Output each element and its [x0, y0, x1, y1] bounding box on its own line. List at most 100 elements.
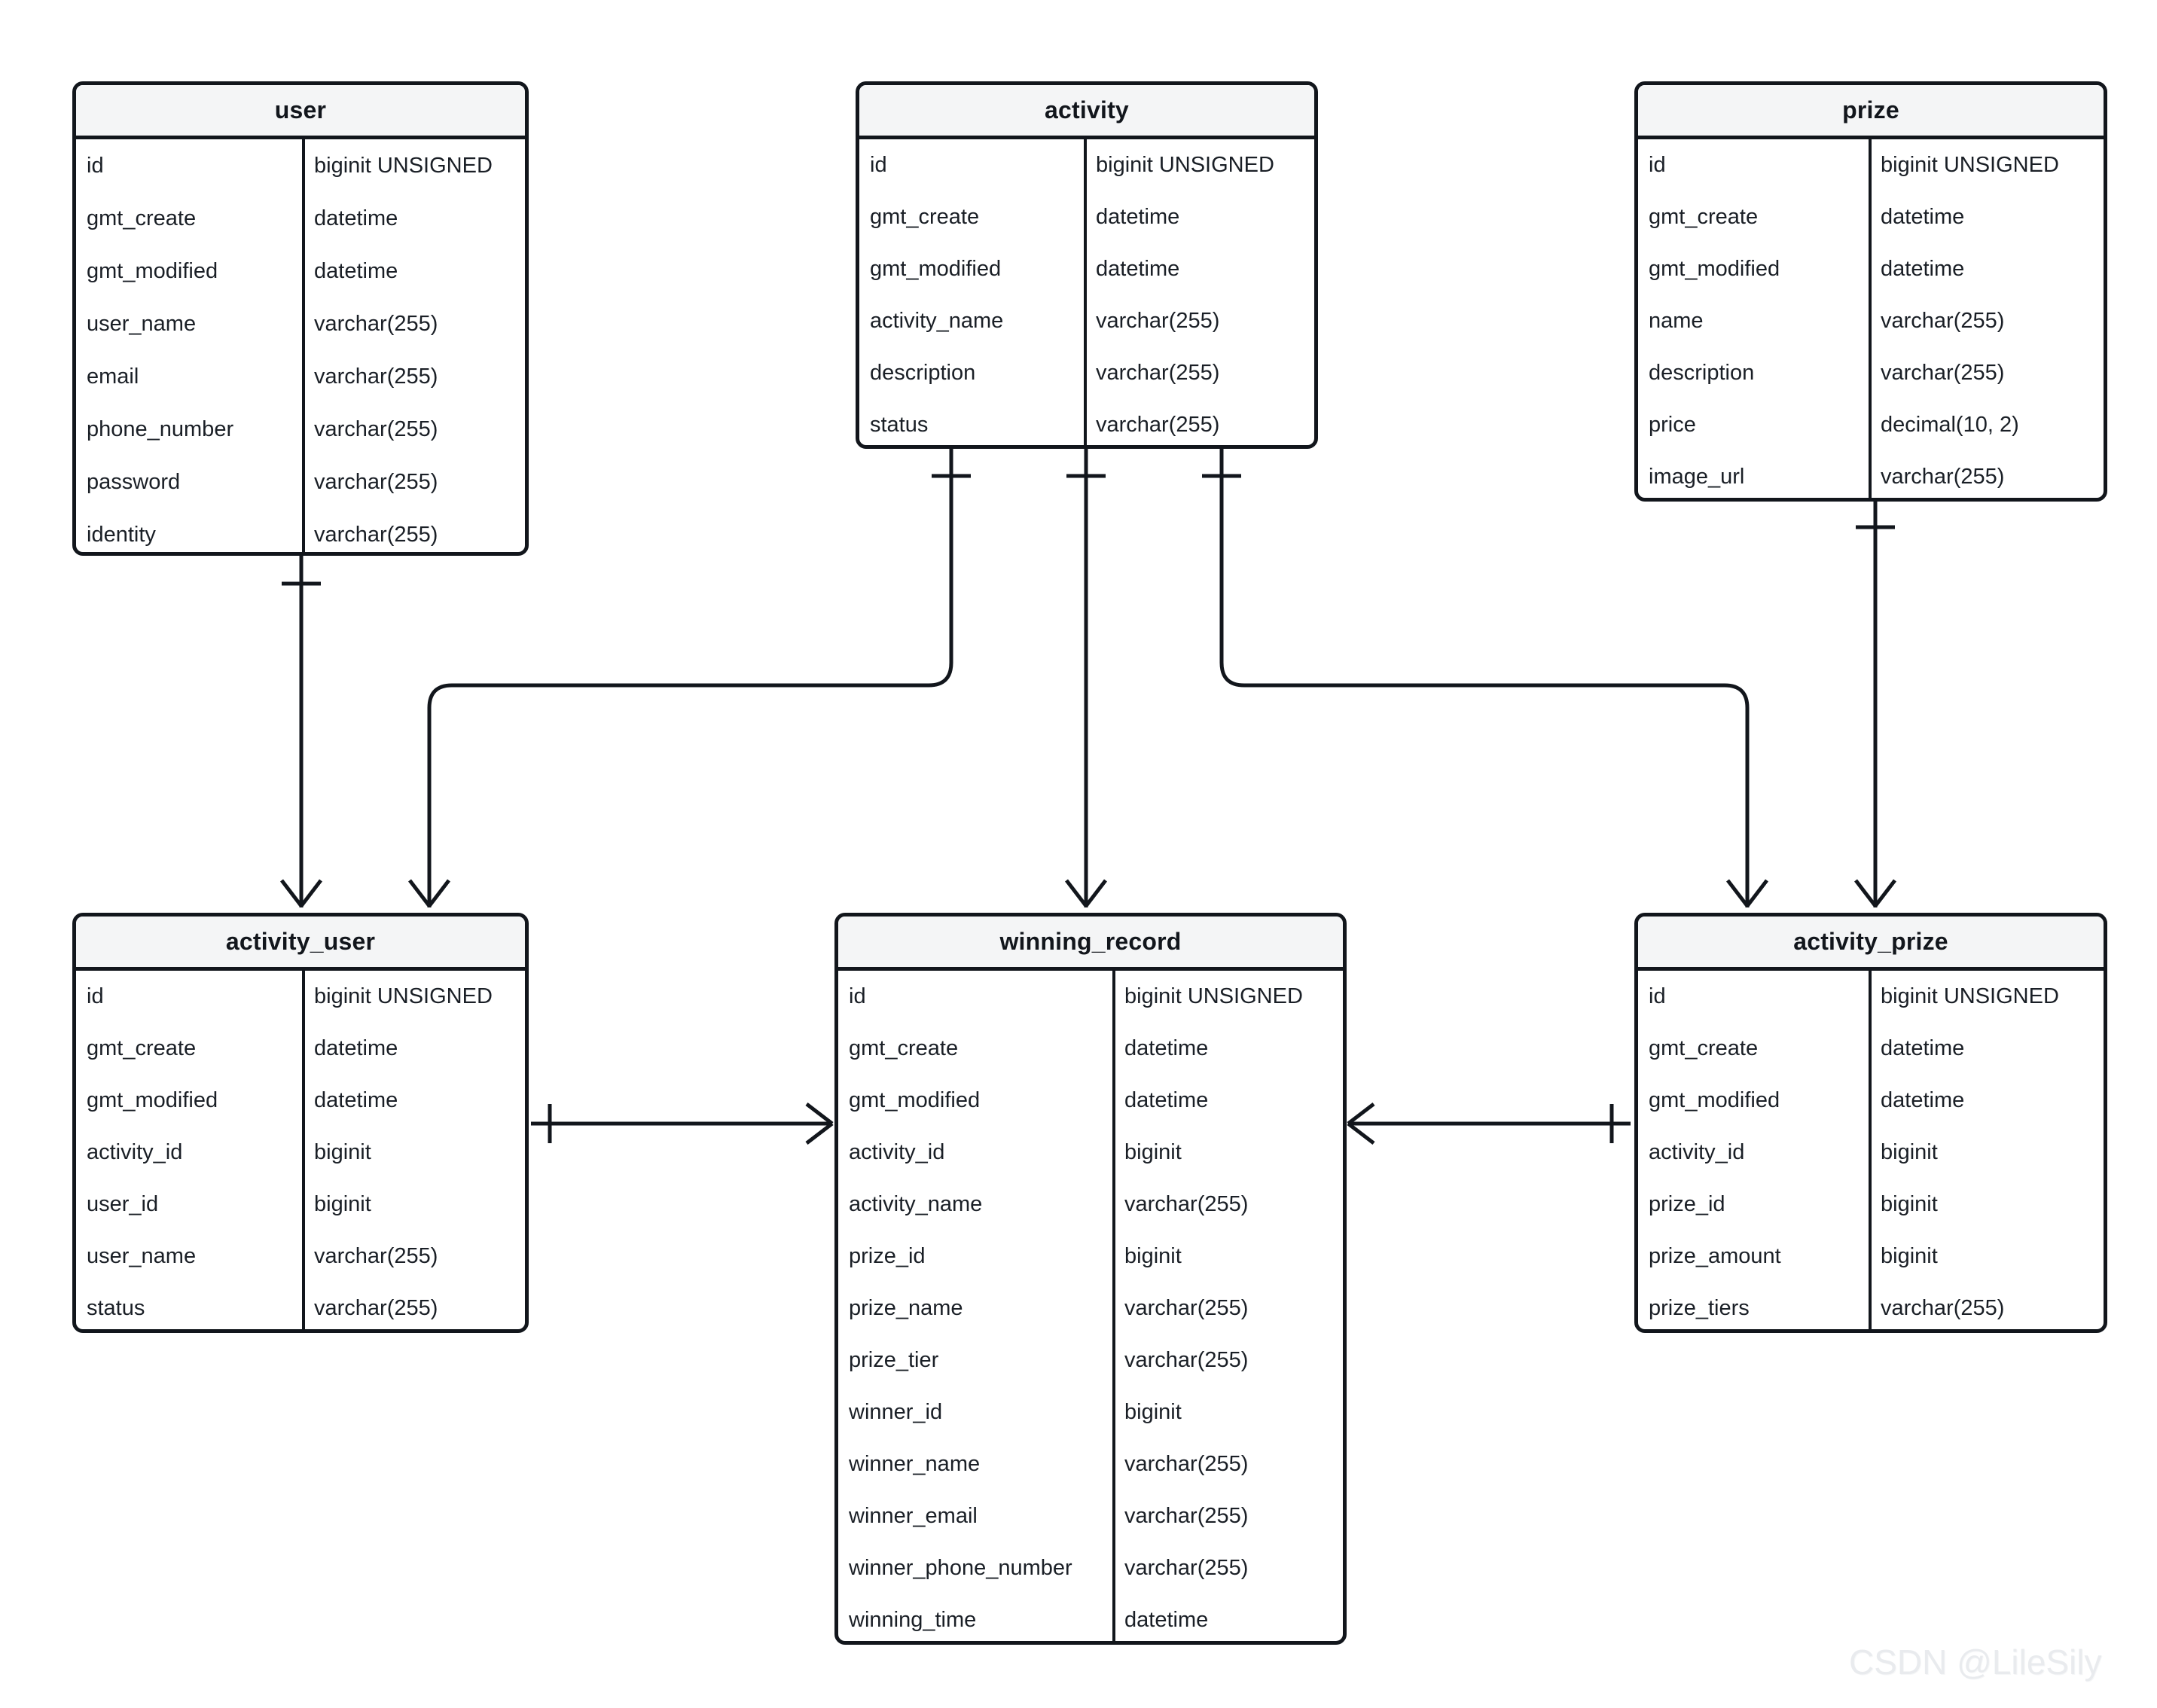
field-name: gmt_create — [87, 206, 197, 230]
field-row: status varchar(255) — [76, 1283, 525, 1329]
field-type: datetime — [1096, 257, 1180, 281]
cardinality-many-crowsfoot — [408, 879, 450, 907]
field-name: id — [870, 153, 887, 177]
field-name: id — [849, 984, 866, 1008]
field-name: user_name — [87, 1244, 197, 1268]
field-name: activity_id — [87, 1140, 183, 1164]
entity-title-user: user — [76, 85, 525, 139]
field-type: biginit UNSIGNED — [1881, 153, 2059, 177]
field-row: prize_tiers varchar(255) — [1638, 1283, 2104, 1329]
entity-title-activity: activity — [859, 85, 1314, 139]
field-row: gmt_create datetime — [859, 191, 1314, 243]
field-name: activity_name — [849, 1192, 983, 1216]
field-name: gmt_create — [1649, 1036, 1759, 1060]
field-name: gmt_create — [87, 1036, 197, 1060]
field-type: varchar(255) — [1124, 1504, 1249, 1528]
cardinality-many-crowsfoot — [1854, 879, 1896, 907]
field-name: id — [1649, 984, 1666, 1008]
field-name: gmt_modified — [87, 259, 218, 283]
field-type: datetime — [1124, 1088, 1209, 1112]
field-name: gmt_modified — [849, 1088, 981, 1112]
field-type: decimal(10, 2) — [1881, 413, 2019, 437]
field-type: biginit — [314, 1140, 371, 1164]
field-type: varchar(255) — [1881, 361, 2005, 385]
field-type: datetime — [1096, 205, 1180, 229]
field-name: id — [87, 984, 104, 1008]
field-type: biginit — [1881, 1140, 1938, 1164]
column-divider — [302, 139, 305, 552]
field-name: winner_name — [849, 1452, 981, 1476]
field-type: biginit — [1881, 1192, 1938, 1216]
field-type: varchar(255) — [314, 523, 438, 547]
field-type: varchar(255) — [1881, 1296, 2005, 1320]
field-type: datetime — [314, 1036, 398, 1060]
field-name: description — [870, 361, 976, 385]
field-row: identity varchar(255) — [76, 508, 525, 552]
field-type: varchar(255) — [314, 312, 438, 336]
cardinality-many-crowsfoot — [1065, 879, 1107, 907]
field-name: email — [87, 364, 139, 389]
cardinality-many-crowsfoot — [280, 879, 322, 907]
field-row: gmt_create datetime — [76, 1023, 525, 1075]
field-row: gmt_create datetime — [838, 1023, 1343, 1075]
field-name: prize_id — [1649, 1192, 1725, 1216]
field-row: id biginit UNSIGNED — [1638, 971, 2104, 1023]
entity-title-activity_prize: activity_prize — [1638, 917, 2104, 971]
field-name: password — [87, 470, 181, 494]
relationship-prize-activity_prize — [1854, 502, 1896, 907]
field-row: password varchar(255) — [76, 456, 525, 508]
field-type: biginit UNSIGNED — [314, 154, 493, 178]
field-name: winner_id — [849, 1400, 943, 1424]
field-type: varchar(255) — [314, 417, 438, 441]
field-row: id biginit UNSIGNED — [859, 139, 1314, 191]
field-name: prize_tiers — [1649, 1296, 1750, 1320]
cardinality-many-crowsfoot — [1347, 1103, 1375, 1145]
field-type: varchar(255) — [314, 1296, 438, 1320]
field-name: identity — [87, 523, 156, 547]
field-type: biginit — [314, 1192, 371, 1216]
field-type: biginit UNSIGNED — [1096, 153, 1274, 177]
field-name: gmt_create — [849, 1036, 959, 1060]
field-type: varchar(255) — [1124, 1296, 1249, 1320]
relationship-winning_record-activity_prize — [1347, 1103, 1631, 1145]
column-divider — [1869, 971, 1872, 1329]
relationship-activity-winning_record — [1065, 449, 1107, 907]
csdn-watermark: CSDN @LileSily — [1849, 1642, 2102, 1682]
field-name: description — [1649, 361, 1755, 385]
field-name: id — [1649, 153, 1666, 177]
relationship-user-activity_user — [280, 556, 322, 907]
field-name: gmt_create — [870, 205, 980, 229]
field-type: biginit UNSIGNED — [1881, 984, 2059, 1008]
field-type: varchar(255) — [314, 470, 438, 494]
field-type: datetime — [1124, 1036, 1209, 1060]
field-row: id biginit UNSIGNED — [1638, 139, 2104, 191]
field-name: activity_name — [870, 309, 1004, 333]
field-name: status — [87, 1296, 145, 1320]
field-row: description varchar(255) — [1638, 347, 2104, 399]
